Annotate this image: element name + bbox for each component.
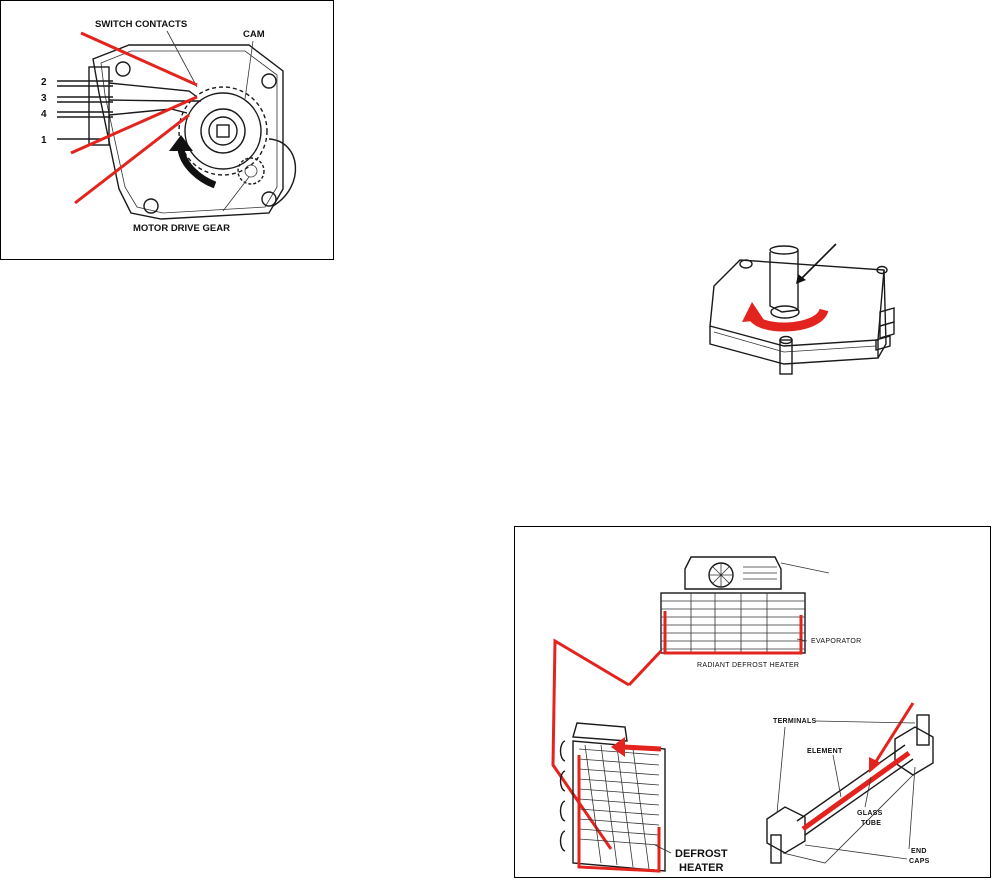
motor-drive-gear [237, 157, 265, 185]
knob-terminal-2 [879, 321, 895, 339]
label-switch-contacts: SWITCH CONTACTS [95, 19, 187, 30]
defrost-heater-diagram: EVAPORATOR RADIANT DEFROST HEATER DEFROS… [514, 526, 991, 878]
switch-arm-middle [108, 99, 201, 102]
terminal-label-1: 1 [41, 135, 47, 146]
screwdriver-shaft [769, 250, 799, 313]
timer-knob-illustration [700, 240, 990, 390]
label-evaporator: EVAPORATOR [811, 638, 861, 645]
motor-housing-outline [268, 138, 297, 207]
defrost-timer-diagram: SWITCH CONTACTS CAM MOTOR DRIVE GEAR 2 3… [0, 0, 334, 260]
red-bracket-connector [551, 638, 630, 850]
mounting-hole-bottom-right [261, 191, 277, 207]
label-end-caps-line2: CAPS [909, 858, 930, 865]
label-defrost-heater-line1: DEFROST [675, 848, 728, 860]
label-element: ELEMENT [807, 748, 843, 755]
switch-arm-lower [108, 108, 188, 116]
evaporator-assembly [660, 556, 830, 655]
timer-knob-drawing [709, 243, 895, 375]
terminal-label-2: 2 [41, 77, 47, 88]
coil-heater-highlight [577, 755, 661, 873]
label-end-caps-line1: END [911, 848, 927, 855]
glass-tube-heater [766, 714, 934, 864]
housing-post-right [876, 265, 888, 275]
label-defrost-heater-line2: HEATER [679, 862, 723, 874]
housing-post-left [739, 259, 753, 269]
timer-housing-side [877, 269, 887, 359]
red-connector-to-evaporator [627, 649, 663, 687]
mounting-hole-bottom-left [143, 198, 159, 214]
red-rotation-arrow-head [742, 302, 764, 322]
label-glass-line2: TUBE [861, 820, 881, 827]
mounting-hole-top-right [261, 73, 277, 89]
timer-knob-hole [770, 305, 800, 319]
rotation-arrow [177, 148, 217, 189]
label-radiant-defrost-heater: RADIANT DEFROST HEATER [697, 662, 799, 669]
motor-drive-gear-pointer [222, 176, 250, 212]
glass-tube-outline [796, 744, 914, 836]
red-arrow-coil [622, 744, 662, 752]
switch-arm-upper [108, 82, 198, 98]
label-cam: CAM [243, 29, 265, 40]
red-pointer-lower-contact [74, 113, 190, 205]
timer-plate-outline [92, 44, 284, 220]
evaporator-body [660, 592, 806, 654]
cam-pointer [244, 40, 254, 100]
knob-pointer-arrow [799, 243, 837, 281]
heating-element-highlight [801, 750, 911, 832]
defrost-timer-illustration: SWITCH CONTACTS CAM MOTOR DRIVE GEAR 2 3… [41, 19, 297, 234]
timer-housing-front [709, 326, 879, 365]
mounting-hole-top-left [115, 61, 131, 77]
rotation-arrow-head [169, 135, 193, 151]
label-motor-drive-gear: MOTOR DRIVE GEAR [133, 223, 230, 234]
terminal-label-4: 4 [41, 109, 47, 120]
defrost-heater-illustration: EVAPORATOR RADIANT DEFROST HEATER DEFROS… [551, 556, 934, 874]
label-glass-line1: GLASS [857, 810, 883, 817]
timer-housing-top [709, 259, 885, 347]
housing-post-front [779, 339, 793, 375]
cam-gear [178, 86, 268, 176]
terminal-block [88, 66, 110, 146]
radiant-heater-highlight [663, 611, 803, 655]
red-pointer-switch-arm [70, 95, 198, 155]
label-terminals: TERMINALS [773, 718, 817, 725]
left-end-cap [766, 806, 806, 854]
switch-contacts-pointer [166, 30, 198, 88]
knob-terminal-3 [875, 335, 891, 351]
terminal-label-3: 3 [41, 93, 47, 104]
red-pointer-switch-contacts [80, 31, 198, 87]
red-arrow-element [873, 702, 915, 764]
